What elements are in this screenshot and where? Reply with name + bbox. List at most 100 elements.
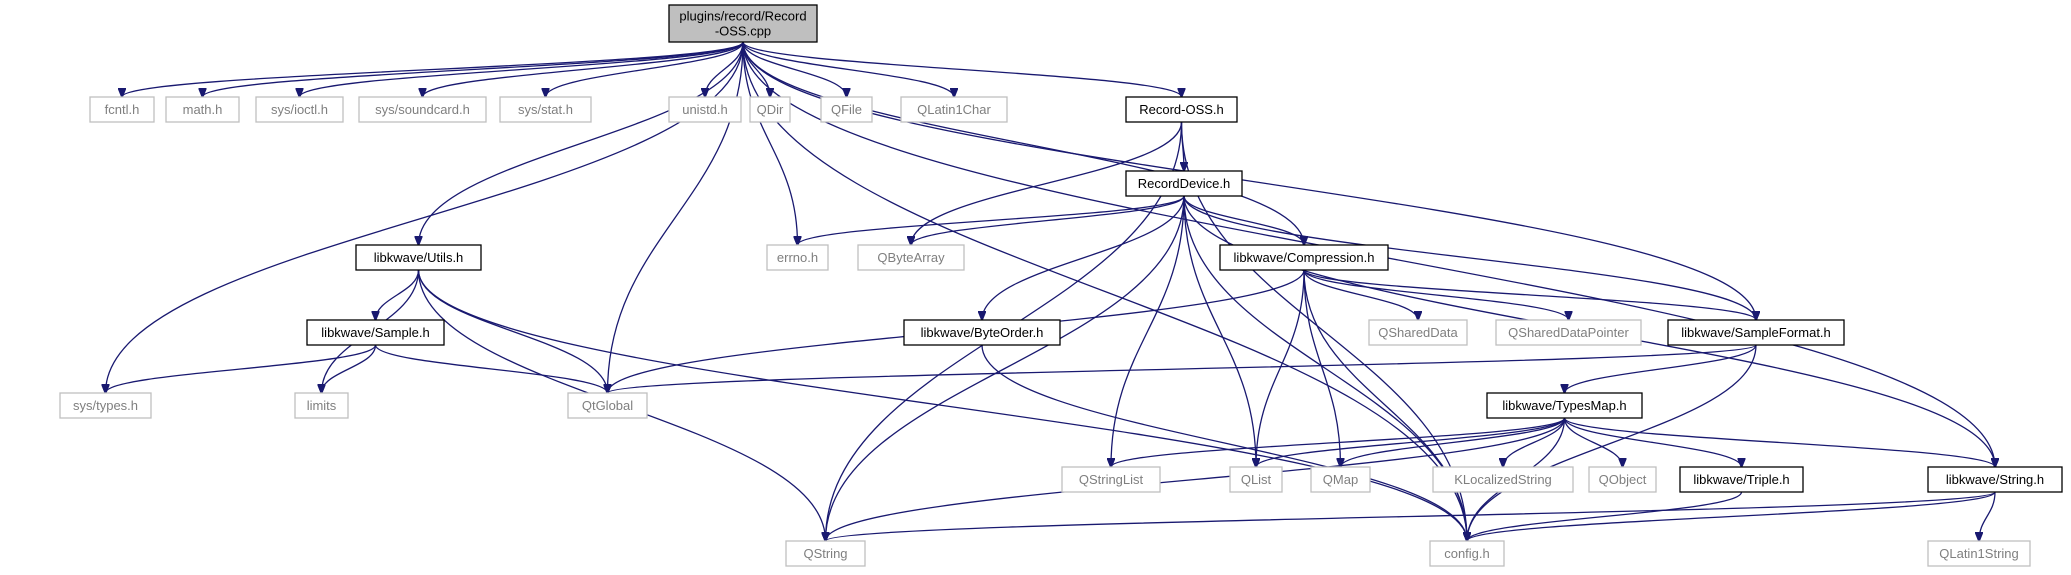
node-recordoss[interactable]: Record-OSS.h xyxy=(1125,96,1238,123)
node-qtglobal-box xyxy=(567,392,648,419)
node-compression[interactable]: libkwave/Compression.h xyxy=(1219,244,1389,271)
node-qmap-label: QMap xyxy=(1323,472,1358,487)
node-qstringlist-label: QStringList xyxy=(1079,472,1144,487)
node-unistd-box xyxy=(668,96,742,123)
node-config-box xyxy=(1429,540,1505,567)
edge-triple-to-config xyxy=(1467,491,1743,541)
node-qstring: QString xyxy=(785,540,866,567)
node-qstringlist: QStringList xyxy=(1061,466,1161,493)
edge-root-to-config xyxy=(742,41,1467,541)
node-recorddevice-box xyxy=(1125,170,1243,197)
edge-recorddevice-to-qlist xyxy=(1183,195,1256,467)
node-string-box xyxy=(1927,466,2063,493)
node-qshareddatapointer-label: QSharedDataPointer xyxy=(1508,325,1629,340)
node-qstring-box xyxy=(785,540,866,567)
node-systypes-label: sys/types.h xyxy=(73,398,138,413)
edge-sampleformat-to-qtglobal xyxy=(608,344,1757,393)
node-fcntl-label: fcntl.h xyxy=(105,102,140,117)
node-utils[interactable]: libkwave/Utils.h xyxy=(355,244,482,271)
node-root-box xyxy=(668,4,818,43)
node-qlatin1string-box xyxy=(1927,540,2031,567)
node-fcntl: fcntl.h xyxy=(89,96,155,123)
edge-recorddevice-to-sampleformat xyxy=(1183,195,1756,320)
node-recordoss-box xyxy=(1125,96,1238,123)
node-qlatin1char-box xyxy=(900,96,1008,123)
node-byteorder-box xyxy=(903,319,1061,346)
node-qlatin1string-label: QLatin1String xyxy=(1939,546,2019,561)
edge-byteorder-to-config xyxy=(981,344,1467,541)
node-root[interactable]: plugins/record/Record-OSS.cpp xyxy=(668,4,818,43)
node-qshareddatapointer: QSharedDataPointer xyxy=(1495,319,1642,346)
node-qtglobal-label: QtGlobal xyxy=(582,398,633,413)
node-stat-label: sys/stat.h xyxy=(518,102,573,117)
node-root-label: -OSS.cpp xyxy=(715,24,771,39)
edge-root-to-soundcard xyxy=(423,41,744,97)
edge-typesmap-to-qobject xyxy=(1563,417,1623,467)
node-compression-label: libkwave/Compression.h xyxy=(1234,250,1375,265)
node-byteorder-label: libkwave/ByteOrder.h xyxy=(921,325,1044,340)
node-qdir-label: QDir xyxy=(757,102,784,117)
node-qbytearray-box xyxy=(857,244,965,271)
edge-utils-to-config xyxy=(417,269,1468,541)
node-qshareddata-box xyxy=(1368,319,1468,346)
edge-compression-to-sampleformat xyxy=(1303,269,1756,320)
edge-sampleformat-to-config xyxy=(1467,344,1757,541)
node-triple[interactable]: libkwave/Triple.h xyxy=(1679,466,1804,493)
edge-compression-to-qmap xyxy=(1303,269,1341,467)
node-qlatin1string: QLatin1String xyxy=(1927,540,2031,567)
node-errno-label: errno.h xyxy=(777,250,818,265)
edge-compression-to-config xyxy=(1303,269,1467,541)
node-sampleformat-label: libkwave/SampleFormat.h xyxy=(1681,325,1831,340)
node-typesmap-box xyxy=(1486,392,1643,419)
node-config-label: config.h xyxy=(1444,546,1490,561)
edge-typesmap-to-string xyxy=(1563,417,1996,467)
node-soundcard-box xyxy=(358,96,487,123)
node-string[interactable]: libkwave/String.h xyxy=(1927,466,2063,493)
node-stat: sys/stat.h xyxy=(499,96,592,123)
node-qobject: QObject xyxy=(1588,466,1657,493)
node-qobject-box xyxy=(1588,466,1657,493)
node-typesmap[interactable]: libkwave/TypesMap.h xyxy=(1486,392,1643,419)
node-qlatin1char-label: QLatin1Char xyxy=(917,102,991,117)
edge-typesmap-to-qlist xyxy=(1256,417,1566,467)
node-soundcard: sys/soundcard.h xyxy=(358,96,487,123)
edge-root-to-qfile xyxy=(742,41,847,97)
node-string-label: libkwave/String.h xyxy=(1946,472,2044,487)
node-recorddevice[interactable]: RecordDevice.h xyxy=(1125,170,1243,197)
node-sample[interactable]: libkwave/Sample.h xyxy=(306,319,445,346)
node-sample-box xyxy=(306,319,445,346)
edge-recorddevice-to-qbytearray xyxy=(911,195,1185,245)
edge-root-to-ioctl xyxy=(300,41,744,97)
node-qfile-box xyxy=(820,96,873,123)
edge-utils-to-qtglobal xyxy=(417,269,608,393)
node-sampleformat[interactable]: libkwave/SampleFormat.h xyxy=(1667,319,1845,346)
node-fcntl-box xyxy=(89,96,155,123)
edge-recorddevice-to-byteorder xyxy=(982,195,1185,320)
node-ioctl-label: sys/ioctl.h xyxy=(271,102,328,117)
node-unistd-label: unistd.h xyxy=(682,102,728,117)
edge-compression-to-qshareddatapointer xyxy=(1303,269,1569,320)
edge-root-to-sampleformat xyxy=(742,41,1756,320)
node-math: math.h xyxy=(165,96,240,123)
edge-recorddevice-to-qstring xyxy=(826,195,1185,541)
node-klocalizedstring-box xyxy=(1432,466,1574,493)
node-qobject-label: QObject xyxy=(1599,472,1647,487)
node-sampleformat-box xyxy=(1667,319,1845,346)
node-qstring-label: QString xyxy=(803,546,847,561)
node-qfile-label: QFile xyxy=(831,102,862,117)
edge-recorddevice-to-qstringlist xyxy=(1111,195,1185,467)
node-errno-box xyxy=(766,244,829,271)
node-triple-label: libkwave/Triple.h xyxy=(1693,472,1789,487)
edge-typesmap-to-triple xyxy=(1563,417,1742,467)
edge-typesmap-to-qmap xyxy=(1341,417,1566,467)
node-qstringlist-box xyxy=(1061,466,1161,493)
node-qbytearray: QByteArray xyxy=(857,244,965,271)
node-sample-label: libkwave/Sample.h xyxy=(321,325,429,340)
node-qtglobal: QtGlobal xyxy=(567,392,648,419)
node-klocalizedstring: KLocalizedString xyxy=(1432,466,1574,493)
edge-sample-to-limits xyxy=(322,344,377,393)
node-byteorder[interactable]: libkwave/ByteOrder.h xyxy=(903,319,1061,346)
node-qlist: QList xyxy=(1229,466,1283,493)
node-systypes-box xyxy=(59,392,152,419)
